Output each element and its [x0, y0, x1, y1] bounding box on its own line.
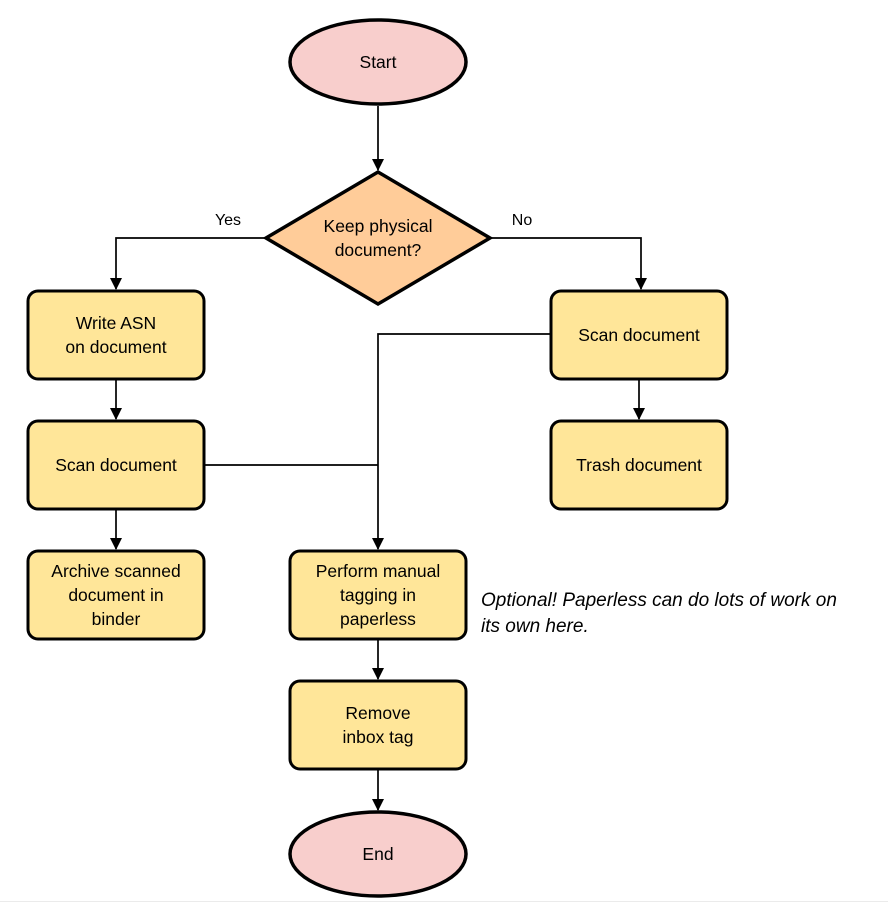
node-remove-inbox-tag: [288, 679, 468, 771]
edge-scanright-to-tagging: [372, 333, 551, 550]
node-scan-document-right: [549, 289, 729, 381]
node-archive-binder: [26, 549, 206, 641]
node-write-asn: [26, 289, 206, 381]
node-end: [288, 810, 468, 898]
node-scan-document-left: [26, 419, 206, 511]
node-trash-document: [549, 419, 729, 511]
edge-label-no: No: [511, 212, 533, 229]
bottom-divider: [0, 901, 888, 902]
edge-label-yes: Yes: [214, 212, 242, 229]
node-start: [288, 18, 468, 106]
edge-decision-yes: [110, 237, 266, 290]
node-manual-tagging: [288, 549, 468, 641]
edge-decision-no: [490, 237, 647, 290]
optional-annotation: Optional! Paperless can do lots of work …: [481, 590, 837, 638]
node-keep-physical-decision: [262, 169, 494, 307]
